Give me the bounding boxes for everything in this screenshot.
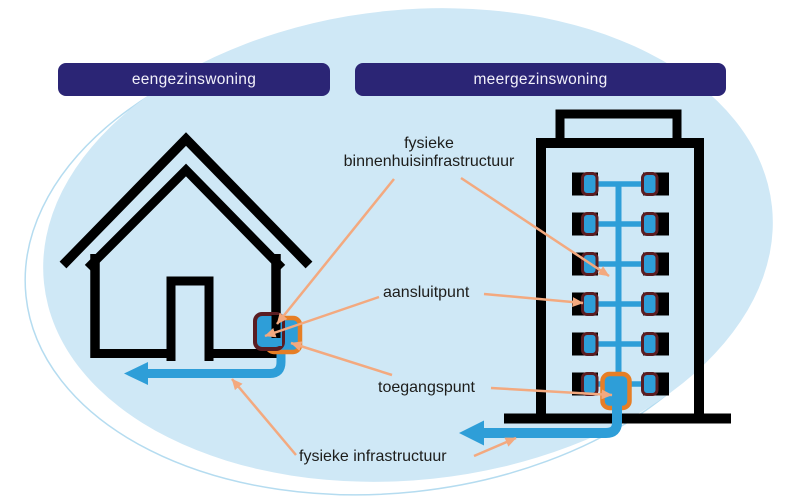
connection-point-unit-left (581, 372, 599, 396)
house-roof-inner (84, 163, 286, 272)
pointer-connection-point-to-building (483, 292, 584, 307)
banner-meergezinswoning-label: meergezinswoning (473, 70, 608, 88)
connection-point-unit-right (641, 332, 659, 356)
connection-point-unit-left (581, 172, 599, 196)
banner-eengezinswoning: eengezinswoning (58, 63, 330, 96)
pointer-physical-infra-to-house (231, 378, 297, 456)
access-point-building (600, 371, 632, 411)
floor-row (572, 252, 669, 276)
floor-row (572, 332, 669, 356)
pointer-access-point-to-building (490, 386, 613, 400)
cable-arrowhead-house (124, 362, 148, 385)
connection-point-unit-right (641, 252, 659, 276)
pointer-access-point-to-house (290, 341, 393, 377)
label-physical-infrastructure: fysieke infrastructuur (299, 448, 447, 465)
pointer-lines (231, 176, 613, 458)
building-body (536, 138, 704, 418)
pointer-connection-point-to-house (264, 295, 380, 338)
house-roof-outer (59, 132, 313, 269)
pointer-indoor-infra-to-building (460, 176, 610, 278)
floor-row (572, 212, 669, 236)
background-ellipse (43, 8, 773, 482)
banner-meergezinswoning: meergezinswoning (355, 63, 726, 96)
floor-row (572, 172, 669, 196)
cable-arrowhead-building (459, 420, 484, 446)
physical-infrastructure-cable-house (146, 345, 286, 378)
label-access-point: toegangspunt (378, 379, 475, 396)
pointer-indoor-infra-to-house (276, 178, 395, 325)
building-floors (572, 172, 669, 396)
connection-point-unit-left (581, 212, 599, 236)
physical-infrastructure-cable-building (483, 404, 622, 438)
building-penthouse (555, 109, 682, 143)
connection-point-unit-right (641, 172, 659, 196)
connection-point-unit-right (641, 212, 659, 236)
label-connection-point: aansluitpunt (383, 284, 470, 301)
banner-eengezinswoning-label: eengezinswoning (131, 70, 257, 88)
connection-point-unit-right (641, 292, 659, 316)
label-indoor-infrastructure: fysieke binnenhuisinfrastructuur (343, 135, 515, 170)
connection-point-unit-right (641, 372, 659, 396)
house-wall-through-box (271, 315, 281, 338)
pointer-physical-infra-to-building (473, 436, 517, 458)
house-door (166, 276, 214, 361)
connection-point-unit-left (581, 332, 599, 356)
apartment-building-illustration (459, 109, 731, 446)
connection-point-unit-left (581, 292, 599, 316)
